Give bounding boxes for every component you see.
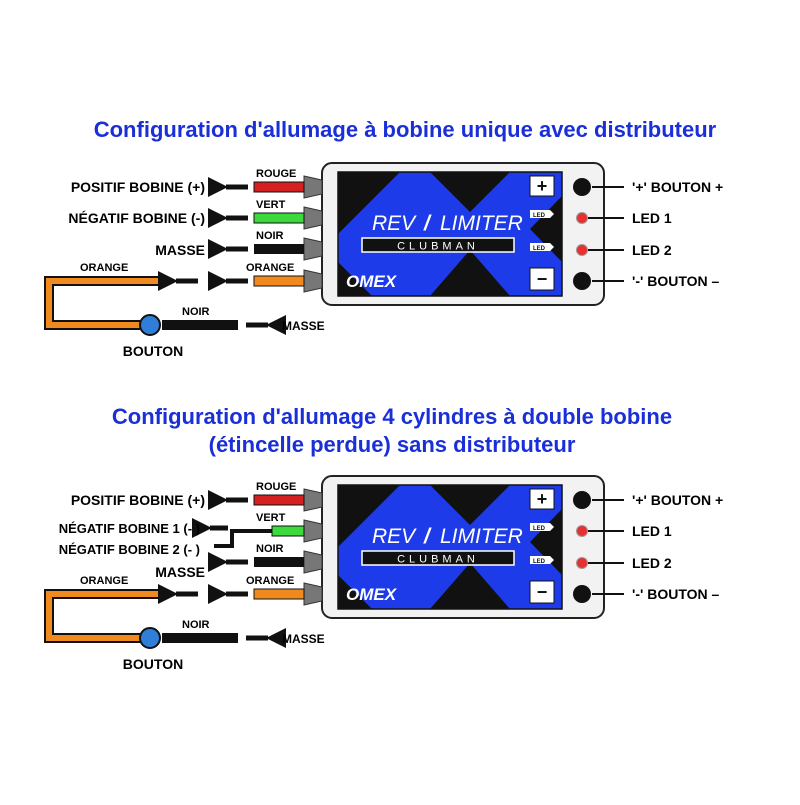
model-name: CLUBMAN xyxy=(397,241,479,253)
wire-black xyxy=(254,557,304,567)
wire-red xyxy=(253,494,305,506)
plus-symbol: + xyxy=(537,176,548,196)
svg-text:LED: LED xyxy=(533,526,546,532)
label-bouton-plus: '+' BOUTON + xyxy=(632,179,723,195)
arrows-2 xyxy=(158,490,286,648)
label-noir: NOIR xyxy=(256,543,284,555)
label-rouge: ROUGE xyxy=(256,481,296,493)
led1-indicator xyxy=(576,212,588,224)
label-vert: VERT xyxy=(256,512,286,524)
wire-black xyxy=(254,244,304,254)
diagram2-title-line2: (étincelle perdue) sans distributeur xyxy=(209,432,576,457)
rev-limiter-device-2: REV / LIMITER CLUBMAN OMEX + LED LED − xyxy=(303,475,605,619)
led2-indicator xyxy=(576,244,588,256)
minus-symbol: − xyxy=(537,582,548,602)
led1-indicator xyxy=(576,525,588,537)
label-noir-ground: NOIR xyxy=(182,619,210,631)
panel-pattern xyxy=(338,485,562,609)
label-negatif-bobine-2: NÉGATIF BOBINE 2 (- ) xyxy=(59,542,200,557)
label-orange-loop: ORANGE xyxy=(80,575,128,587)
label-noir: NOIR xyxy=(256,230,284,242)
label-led2: LED 2 xyxy=(632,242,672,258)
label-orange: ORANGE xyxy=(246,262,294,274)
wire-green xyxy=(253,212,305,224)
brand-rev: REV xyxy=(372,212,417,235)
led1-tag xyxy=(530,210,554,218)
wire-orange-loop xyxy=(46,278,160,328)
led2-tag xyxy=(530,556,554,564)
plus-button-terminal[interactable] xyxy=(573,178,591,196)
label-masse: MASSE xyxy=(155,564,205,580)
push-button[interactable] xyxy=(139,627,161,649)
led1-tag xyxy=(530,523,554,531)
svg-text:/: / xyxy=(423,525,432,548)
plus-button[interactable] xyxy=(529,175,555,197)
diagram-single-coil: Configuration d'allumage à bobine unique… xyxy=(44,117,723,359)
wires-1 xyxy=(44,181,305,336)
svg-text:/: / xyxy=(423,212,432,235)
plus-button-terminal[interactable] xyxy=(573,491,591,509)
minus-symbol: − xyxy=(537,269,548,289)
label-bouton: BOUTON xyxy=(123,343,183,359)
label-positif-bobine: POSITIF BOBINE (+) xyxy=(71,179,205,195)
panel-pattern xyxy=(338,172,562,296)
led2-tag xyxy=(530,243,554,251)
label-masse: MASSE xyxy=(155,242,205,258)
wire-black-ground xyxy=(162,320,238,330)
label-masse-ground: MASSE xyxy=(282,319,325,333)
omex-logo: OMEX xyxy=(346,272,398,291)
label-bouton-minus: '-' BOUTON – xyxy=(632,273,720,289)
wire-green-split xyxy=(214,529,272,548)
wire-orange xyxy=(253,588,305,600)
plus-button[interactable] xyxy=(529,488,555,510)
label-bouton-plus: '+' BOUTON + xyxy=(632,492,723,508)
minus-button-terminal[interactable] xyxy=(573,272,591,290)
label-led1: LED 1 xyxy=(632,523,672,539)
svg-text:LED: LED xyxy=(533,246,546,252)
svg-text:LED: LED xyxy=(533,559,546,565)
arrows-1 xyxy=(158,177,286,335)
model-plate xyxy=(361,237,515,253)
diagram2-title-line1: Configuration d'allumage 4 cylindres à d… xyxy=(112,404,672,429)
label-negatif-bobine: NÉGATIF BOBINE (-) xyxy=(68,210,205,226)
label-positif-bobine: POSITIF BOBINE (+) xyxy=(71,492,205,508)
omex-logo: OMEX xyxy=(346,585,398,604)
plus-symbol: + xyxy=(537,489,548,509)
label-masse-ground: MASSE xyxy=(282,632,325,646)
label-rouge: ROUGE xyxy=(256,168,296,180)
label-bouton: BOUTON xyxy=(123,656,183,672)
minus-button-terminal[interactable] xyxy=(573,585,591,603)
label-led2: LED 2 xyxy=(632,555,672,571)
brand-limiter: LIMITER xyxy=(440,525,523,548)
brand-rev: REV xyxy=(372,525,417,548)
minus-button[interactable] xyxy=(529,580,555,604)
wire-green xyxy=(271,525,305,537)
diagram1-title: Configuration d'allumage à bobine unique… xyxy=(94,117,717,142)
brand-limiter: LIMITER xyxy=(440,212,523,235)
label-led1: LED 1 xyxy=(632,210,672,226)
model-name: CLUBMAN xyxy=(397,554,479,566)
diagram-wasted-spark: Configuration d'allumage 4 cylindres à d… xyxy=(44,404,723,672)
wire-orange xyxy=(253,275,305,287)
label-orange-loop: ORANGE xyxy=(80,262,128,274)
label-noir-ground: NOIR xyxy=(182,306,210,318)
label-bouton-minus: '-' BOUTON – xyxy=(632,586,720,602)
wires-2 xyxy=(44,494,305,649)
label-negatif-bobine-1: NÉGATIF BOBINE 1 (- ) xyxy=(59,521,200,536)
label-vert: VERT xyxy=(256,199,286,211)
wire-black-ground xyxy=(162,633,238,643)
push-button[interactable] xyxy=(139,314,161,336)
label-orange: ORANGE xyxy=(246,575,294,587)
led2-indicator xyxy=(576,557,588,569)
svg-text:LED: LED xyxy=(533,213,546,219)
rev-limiter-device-1: REV / LIMITER CLUBMAN OMEX + LED LED − xyxy=(303,162,605,306)
minus-button[interactable] xyxy=(529,267,555,291)
model-plate xyxy=(361,550,515,566)
wire-orange-loop xyxy=(46,591,160,641)
wire-red xyxy=(253,181,305,193)
